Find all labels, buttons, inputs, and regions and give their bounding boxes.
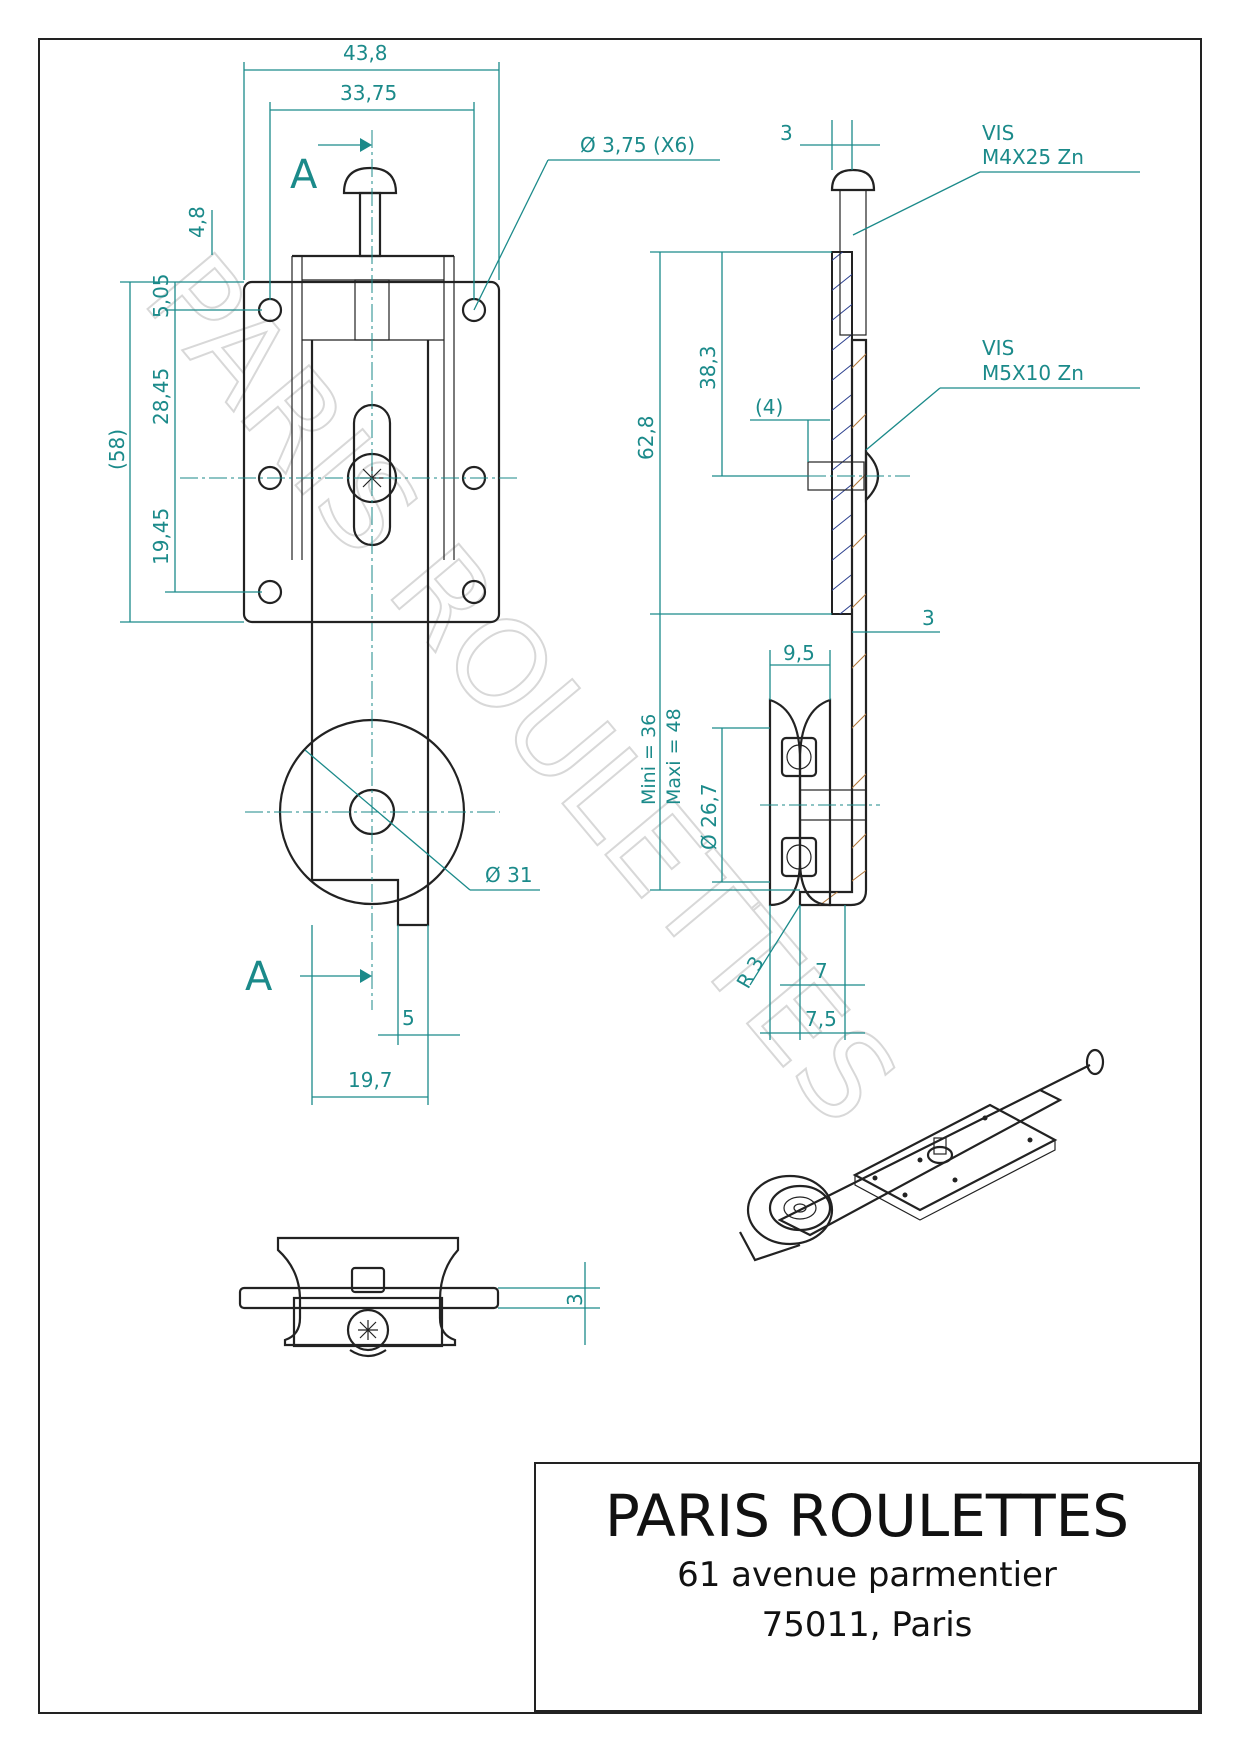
dim-7-5: 7,5: [805, 1007, 837, 1031]
iso-wheel: [746, 1174, 834, 1246]
dim-mini: Mini = 36: [638, 714, 660, 805]
bottom-wheel: [276, 1236, 460, 1347]
isometric-view: [739, 1048, 1105, 1262]
dim-wheel-dia: Ø 31: [485, 863, 533, 887]
dim-pin-offset: 4,8: [185, 206, 209, 238]
bearing-bottom: [780, 836, 818, 878]
company-name: PARIS ROULETTES: [604, 1482, 1130, 1550]
dim-offset-4: (4): [755, 395, 783, 419]
side-arm: [798, 338, 868, 907]
dim-arm-tab: 5: [402, 1006, 415, 1030]
dim-arm-width: 19,7: [348, 1068, 393, 1092]
screw-2-spec: M5X10 Zn: [982, 361, 1084, 385]
bearing-top: [780, 736, 818, 778]
arm: [310, 340, 430, 927]
pin: [358, 191, 382, 258]
screw-2-label: VIS: [982, 336, 1014, 360]
dim-top-hole: 5,05: [149, 273, 173, 318]
bottom-view: 3: [238, 1236, 600, 1358]
pin-head: [342, 166, 398, 195]
bottom-body: [292, 1296, 444, 1348]
dim-plate-thickness: 3: [780, 121, 793, 145]
dim-height-38: 38,3: [696, 345, 720, 390]
watermark: PARIS ROULETTES: [118, 229, 922, 1149]
section-label-top: A: [290, 152, 318, 198]
dim-groove-width: 9,5: [783, 641, 815, 665]
dim-hole-dia: Ø 3,75 (X6): [580, 133, 695, 157]
dim-hole-pitch-2: 19,45: [149, 508, 173, 565]
title-block: PARIS ROULETTES 61 avenue parmentier 750…: [534, 1462, 1200, 1712]
dim-width-total: 43,8: [343, 41, 388, 65]
side-wheel: [768, 698, 867, 907]
dim-height-62: 62,8: [634, 415, 658, 460]
dim-flange-thickness: 3: [563, 1293, 587, 1306]
dim-hole-pitch-1: 28,45: [149, 368, 173, 425]
screw-1-label: VIS: [982, 121, 1014, 145]
bottom-flange: [238, 1286, 500, 1310]
screw-1-spec: M4X25 Zn: [982, 145, 1084, 169]
bottom-screw: [346, 1308, 390, 1352]
drawing-frame: [38, 38, 1202, 1714]
dim-side-wheel-dia: Ø 26,7: [697, 783, 721, 850]
section-markers: A A: [245, 138, 372, 1000]
dim-7: 7: [815, 959, 828, 983]
dim-arm-thickness: 3: [922, 606, 935, 630]
front-view: 43,8 33,75 Ø 3,75 (X6) 4,8 5,05 28,45 19…: [105, 41, 720, 1105]
section-label-bottom: A: [245, 954, 273, 1000]
dim-hole-spacing: 33,75: [340, 81, 397, 105]
address-street: 61 avenue parmentier: [677, 1555, 1057, 1595]
dim-plate-height: (58): [105, 429, 129, 470]
side-view: VIS M4X25 Zn VIS M5X10 Zn 3 62,8 38,3 (4…: [634, 120, 1140, 1040]
front-dimensions: 43,8 33,75 Ø 3,75 (X6) 4,8 5,05 28,45 19…: [105, 41, 720, 1105]
address-city: 75011, Paris: [761, 1605, 973, 1645]
dim-maxi: Maxi = 48: [663, 708, 685, 805]
